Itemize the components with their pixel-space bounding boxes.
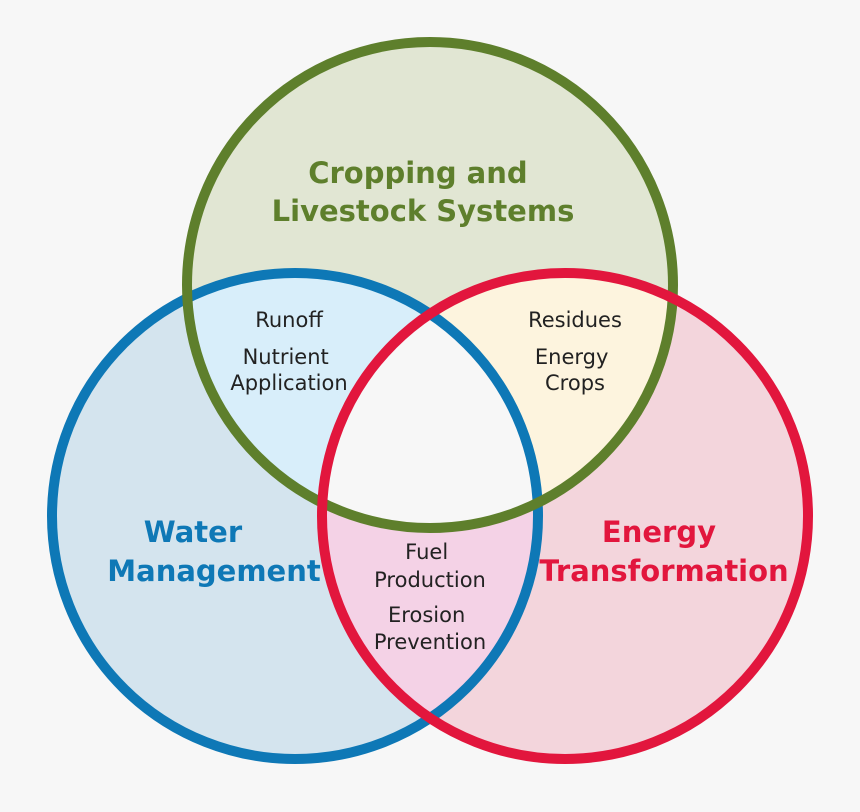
cropping-title-line-2: Livestock Systems — [272, 194, 575, 228]
energy-crops-line-1: Energy — [535, 345, 609, 369]
erosion-line-1: Erosion — [388, 603, 465, 627]
overlap-cropping-energy-item-energy-crops: Energy Crops — [535, 345, 615, 395]
overlap-cropping-water-item-runoff: Runoff — [255, 308, 323, 332]
overlap-center — [322, 273, 538, 528]
nutrient-line-1: Nutrient — [243, 345, 329, 369]
cropping-circle-outline — [182, 37, 678, 533]
fuel-line-2: Production — [374, 568, 486, 592]
residues-line: Residues — [528, 308, 622, 332]
overlap-water-energy-item-fuel: Fuel Production — [374, 540, 486, 592]
water-title-line-1: Water — [144, 515, 243, 549]
overlap-cropping-water-item-nutrient: Nutrient Application — [230, 345, 347, 395]
overlap-cropping-energy-item-residues: Residues — [528, 308, 622, 332]
overlap-water-energy-item-erosion: Erosion Prevention — [374, 603, 486, 654]
fuel-line-1: Fuel — [405, 540, 448, 564]
runoff-line: Runoff — [255, 308, 323, 332]
water-circle-outline — [47, 268, 543, 764]
nutrient-line-2: Application — [230, 371, 347, 395]
energy-title-line-2: Transformation — [539, 554, 788, 588]
water-title-line-2: Management — [107, 554, 321, 588]
cropping-title: Cropping and Livestock Systems — [272, 156, 575, 228]
energy-crops-line-2: Crops — [545, 371, 605, 395]
water-title: Water Management — [107, 515, 321, 588]
energy-title-line-1: Energy — [602, 515, 716, 549]
energy-circle-outline — [317, 268, 813, 764]
cropping-title-line-1: Cropping and — [308, 156, 527, 190]
energy-title: Energy Transformation — [539, 515, 788, 588]
erosion-line-2: Prevention — [374, 630, 486, 654]
